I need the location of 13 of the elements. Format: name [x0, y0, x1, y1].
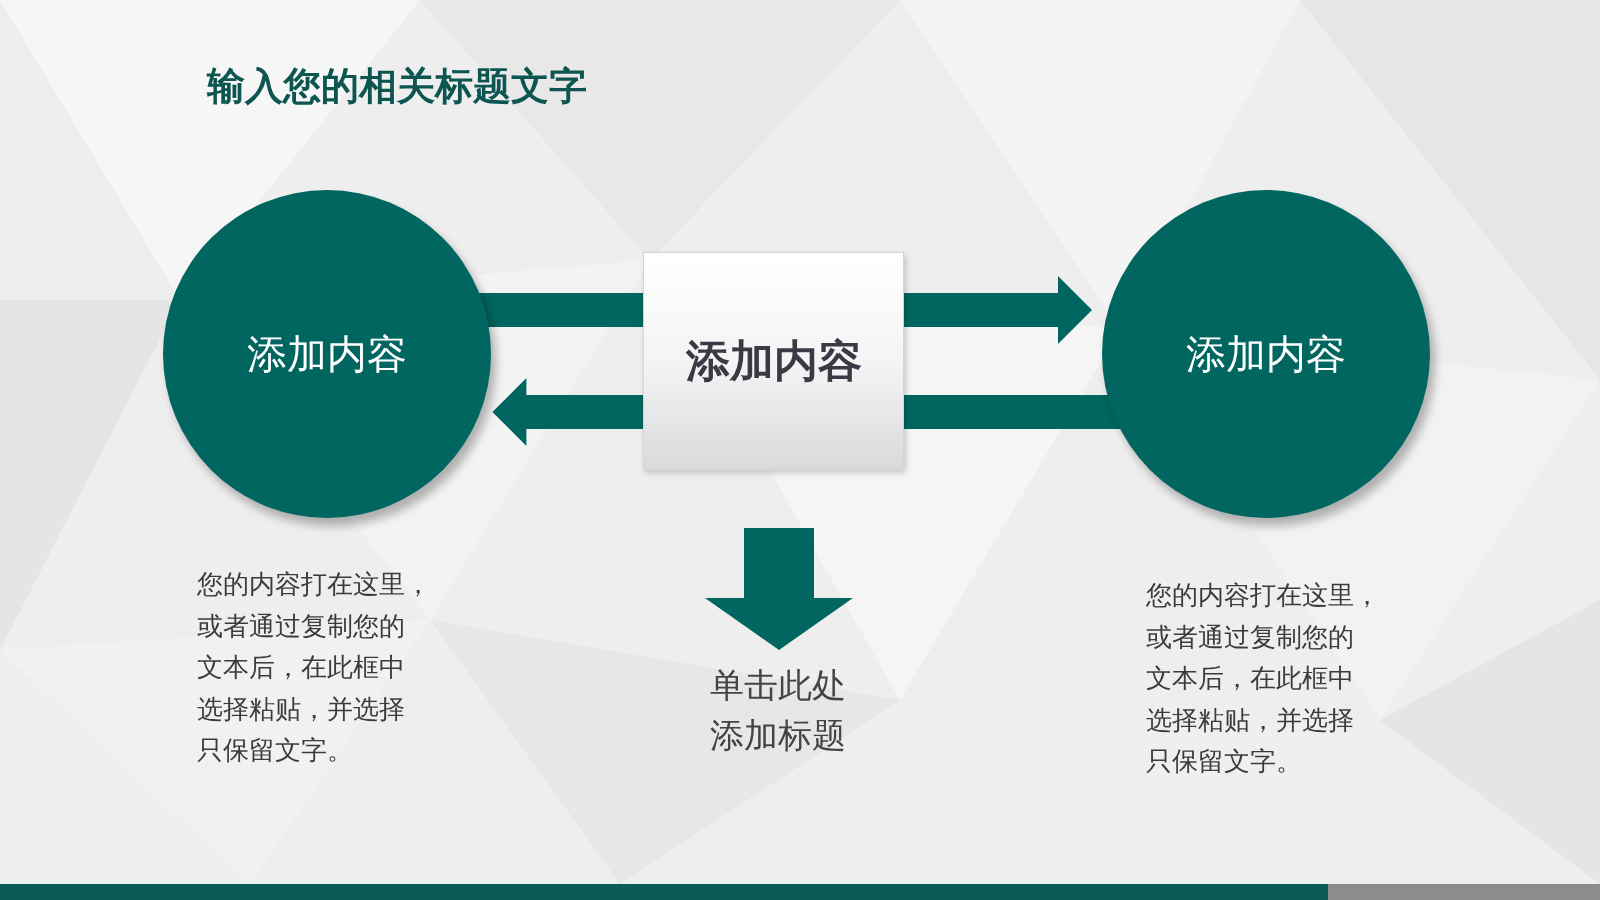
heading-text: 单击此处添加标题 — [710, 660, 852, 760]
arrow — [492, 378, 643, 446]
node-label: 添加内容 — [247, 330, 407, 378]
body-text: 您的内容打在这里，或者通过复制您的文本后，在此框中选择粘贴，并选择只保留文字。 — [197, 568, 431, 767]
slide-title: 输入您的相关标题文字 — [207, 63, 587, 110]
arrow — [904, 276, 1092, 344]
arrow — [904, 395, 1121, 429]
node-label: 添加内容 — [1186, 330, 1346, 378]
node-label: 添加内容 — [685, 334, 862, 388]
arrow — [479, 293, 643, 327]
process-box — [643, 252, 904, 470]
body-text: 您的内容打在这里，或者通过复制您的文本后，在此框中选择粘贴，并选择只保留文字。 — [1146, 579, 1380, 778]
arrow — [705, 528, 853, 650]
